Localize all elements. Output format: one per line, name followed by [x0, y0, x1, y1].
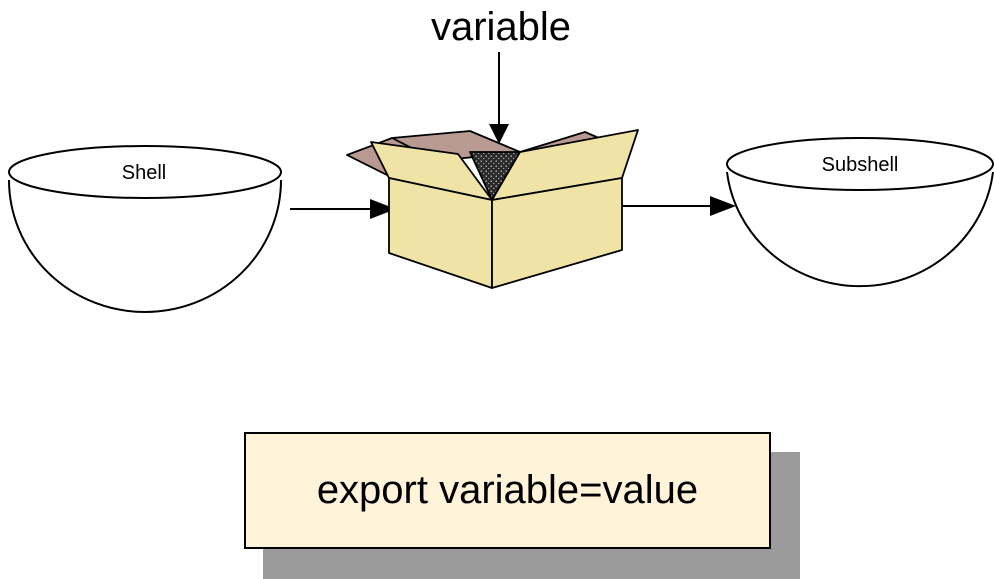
open-box-icon	[346, 129, 639, 289]
command-text: export variable=value	[316, 468, 699, 512]
variable-export-diagram: variable Shell Subshell	[8, 5, 994, 313]
subshell-bowl: Subshell	[726, 137, 994, 288]
shell-to-box-arrow	[290, 199, 396, 219]
subshell-label: Subshell	[822, 154, 899, 176]
shell-label: Shell	[122, 162, 166, 184]
variable-label: variable	[431, 5, 571, 49]
shell-bowl: Shell	[8, 145, 282, 313]
down-arrow	[489, 52, 509, 144]
box-to-subshell-arrow	[622, 196, 736, 216]
command-box: export variable=value	[244, 432, 771, 549]
